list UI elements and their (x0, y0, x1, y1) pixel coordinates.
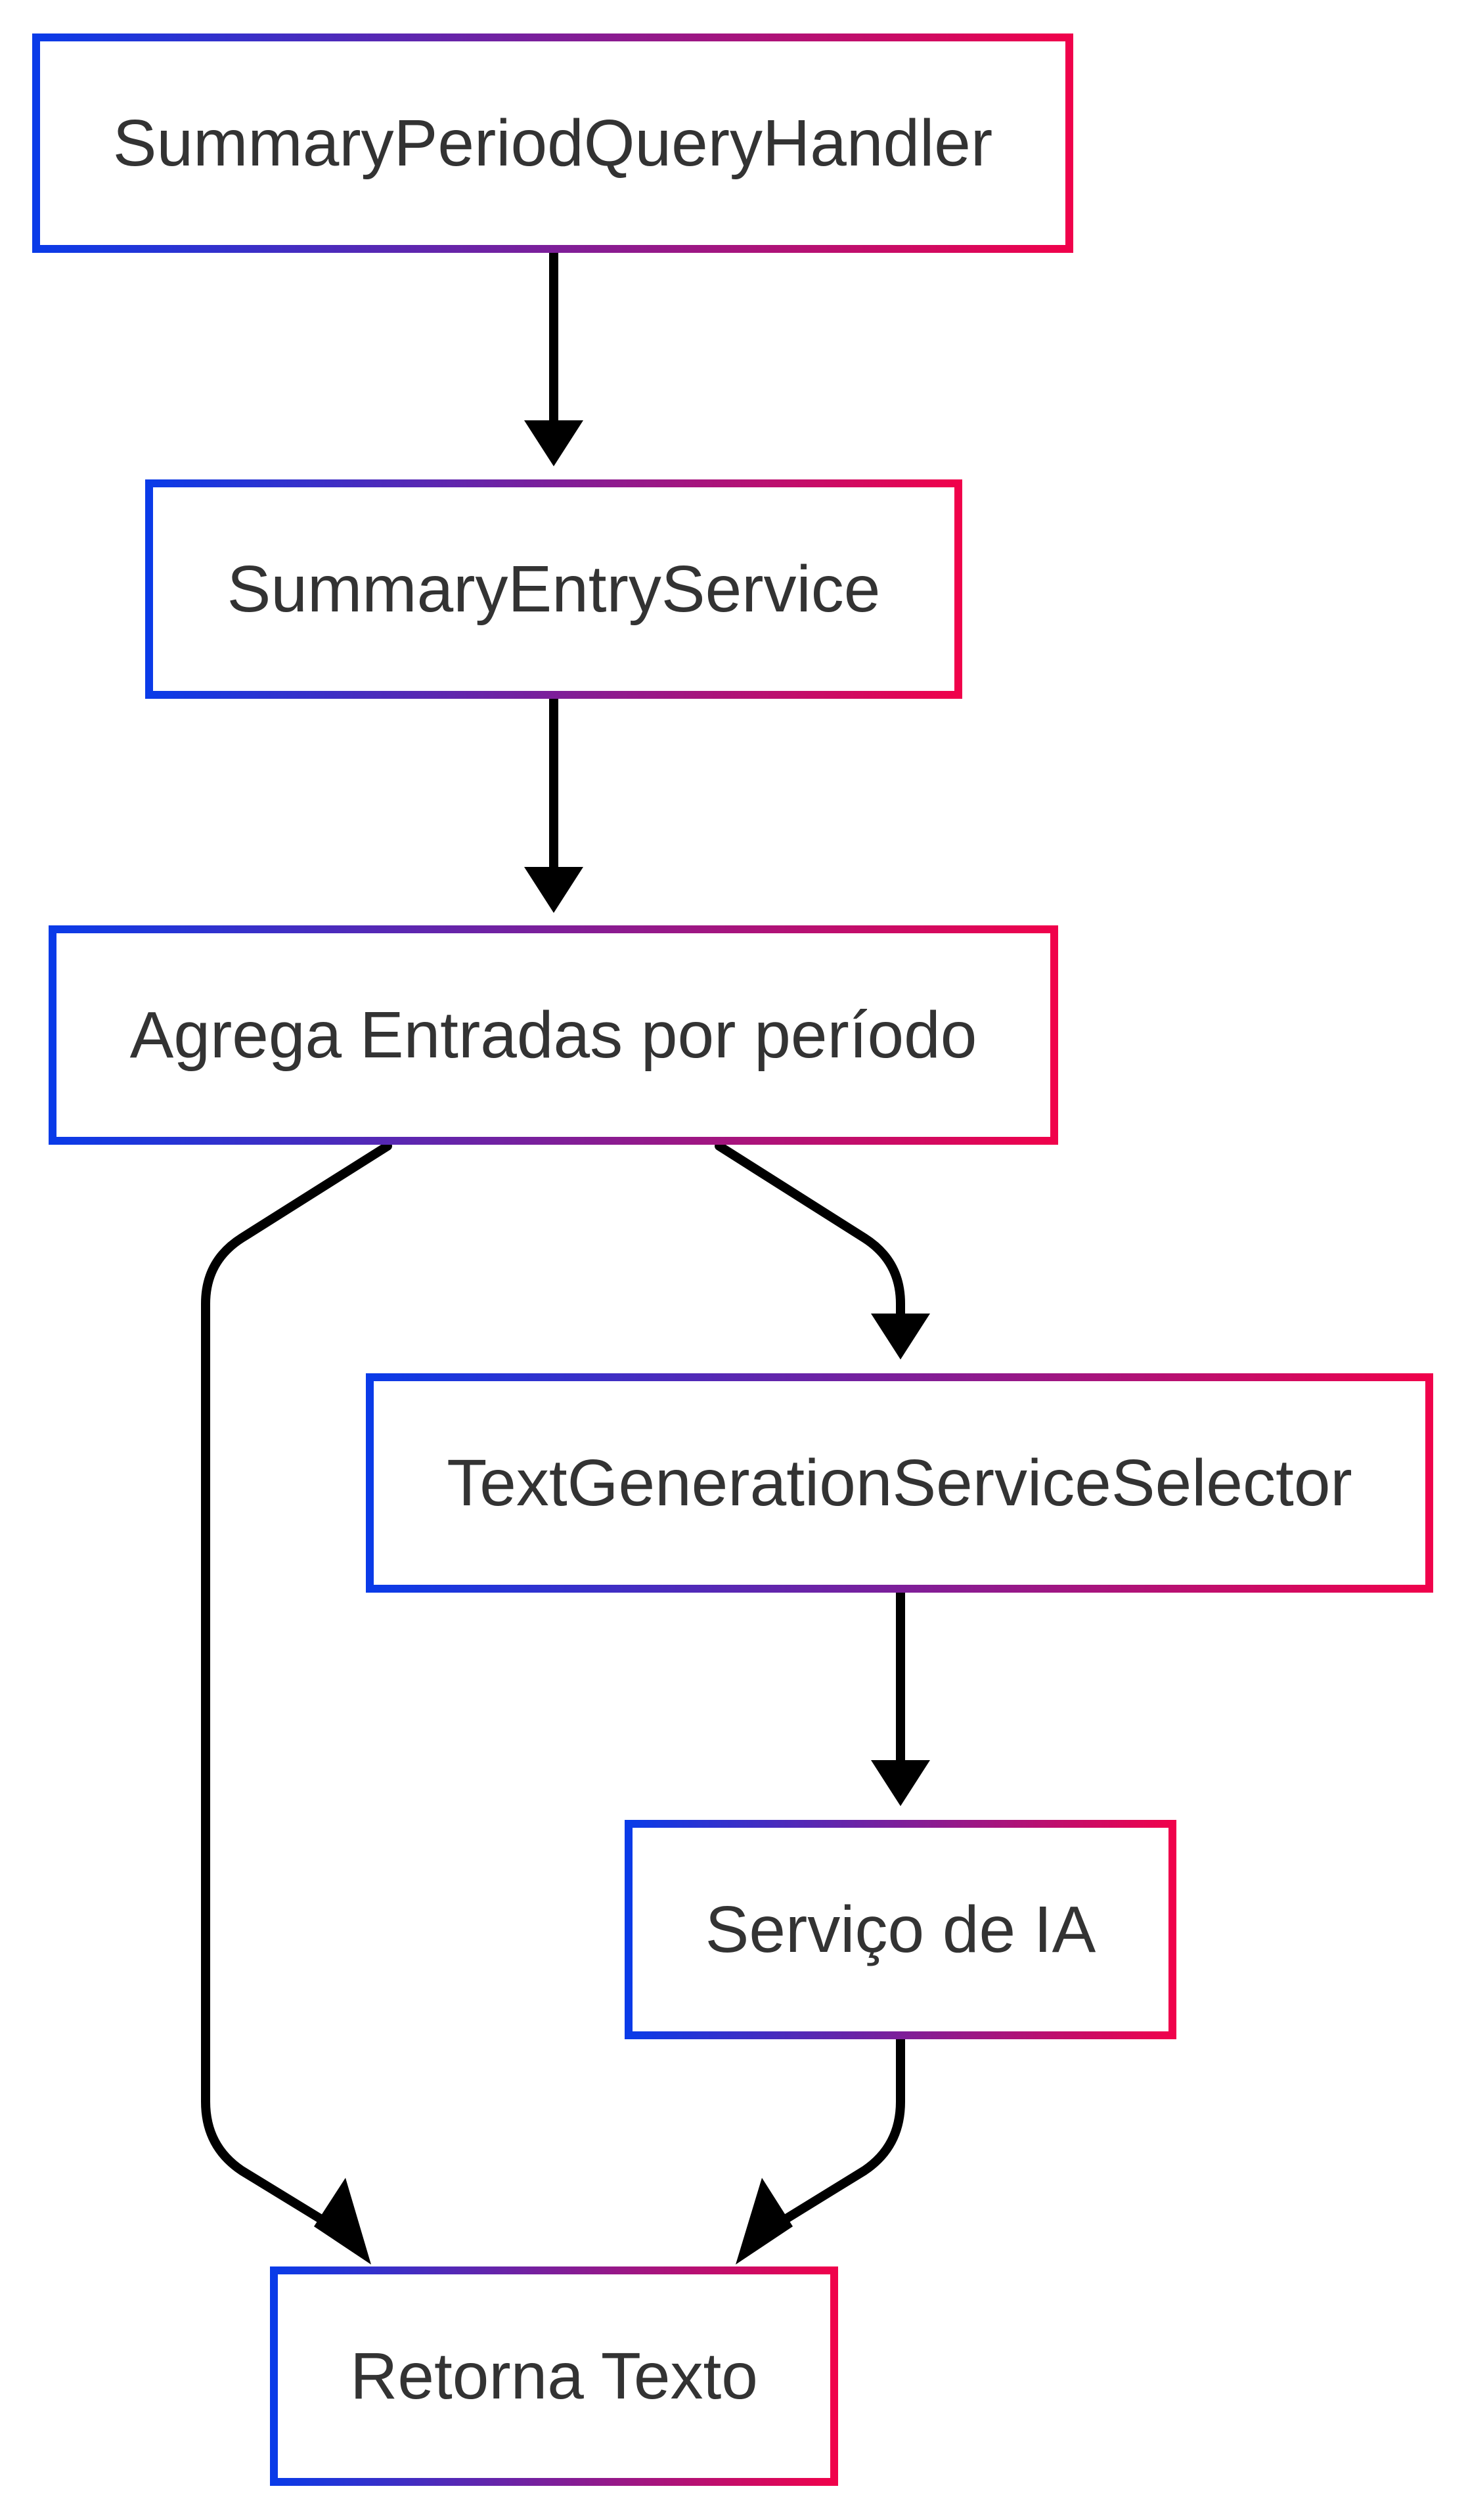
node-agrega-entradas[interactable]: Agrega Entradas por período (49, 925, 1058, 1145)
edge-agrega-to-retorna (201, 1141, 392, 2265)
node-box (270, 2266, 838, 2486)
node-label: SummaryEntryService (227, 552, 881, 626)
arrowhead (314, 2178, 371, 2265)
node-label: Retorna Texto (350, 2339, 758, 2413)
node-box (49, 925, 1058, 1145)
edge-servico-to-retorna (736, 2035, 905, 2265)
node-summary-entry-service[interactable]: SummaryEntryService (145, 479, 962, 699)
arrowhead (871, 1314, 930, 1359)
node-box (366, 1373, 1433, 1593)
edge-entry-service-to-agrega (524, 694, 583, 913)
node-box (625, 1820, 1176, 2039)
node-summary-period-query-handler[interactable]: SummaryPeriodQueryHandler (32, 33, 1073, 253)
node-text-generation-service-selector[interactable]: TextGenerationServiceSelector (366, 1373, 1433, 1593)
edge-agrega-to-selector (715, 1141, 930, 1359)
node-label: Serviço de IA (705, 1893, 1096, 1966)
node-servico-de-ia[interactable]: Serviço de IA (625, 1820, 1176, 2039)
arrowhead (524, 420, 583, 466)
arrowhead (871, 1760, 930, 1806)
arrowhead (524, 867, 583, 913)
edge-selector-to-servico (871, 1588, 930, 1806)
nodes: SummaryPeriodQueryHandler SummaryEntrySe… (32, 33, 1433, 2486)
node-retorna-texto[interactable]: Retorna Texto (270, 2266, 838, 2486)
node-box (145, 479, 962, 699)
edge-handler-to-entry-service (524, 248, 583, 466)
node-box (32, 33, 1073, 253)
node-label: Agrega Entradas por período (130, 998, 977, 1072)
arrowhead (736, 2178, 793, 2265)
node-label: SummaryPeriodQueryHandler (113, 106, 992, 180)
node-label: TextGenerationServiceSelector (447, 1446, 1352, 1520)
edges (201, 248, 930, 2265)
